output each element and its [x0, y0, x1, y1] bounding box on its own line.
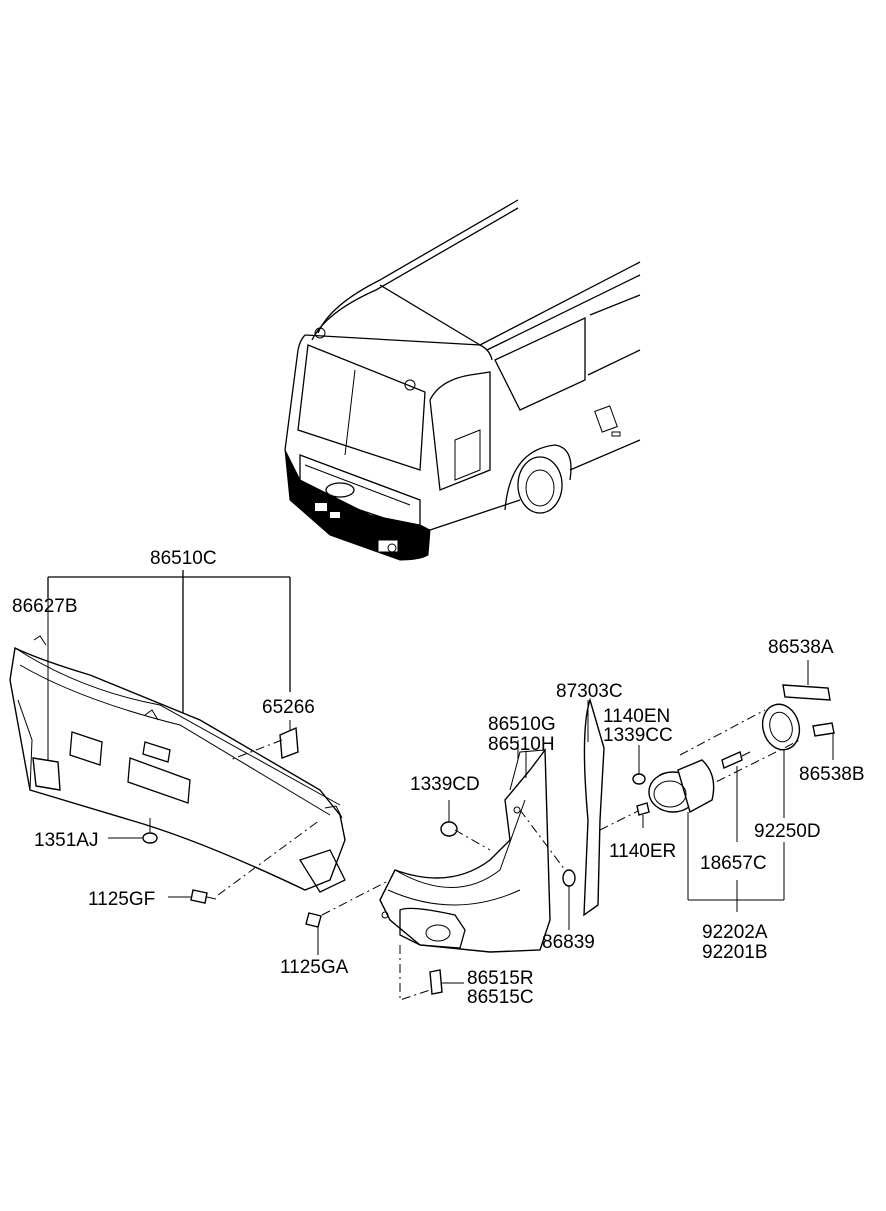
part-labels: 86510C 86627B 65266 1351AJ 1125GF 1125GA… [12, 548, 865, 1008]
label-1125GF: 1125GF [88, 889, 155, 910]
label-87303C: 87303C [556, 681, 623, 702]
label-86510C: 86510C [150, 548, 217, 569]
label-92202A: 92202A [702, 922, 768, 943]
label-86515R: 86515R [467, 968, 534, 989]
fog-lamp [599, 660, 835, 912]
label-1125GA: 1125GA [280, 957, 349, 978]
label-1140EN: 1140EN [603, 706, 670, 727]
label-18657C: 18657C [700, 853, 767, 874]
label-1140ER: 1140ER [609, 841, 676, 862]
bus-illustration [284, 199, 641, 561]
center-bumper [9, 570, 346, 904]
label-86839: 86839 [542, 932, 595, 953]
label-86510H: 86510H [488, 734, 555, 755]
label-86538A: 86538A [768, 637, 834, 658]
label-65266: 65266 [262, 697, 315, 718]
label-86510G: 86510G [488, 714, 556, 735]
label-1351AJ: 1351AJ [34, 830, 98, 851]
label-86627B: 86627B [12, 596, 78, 617]
label-92250D: 92250D [754, 821, 821, 842]
label-1339CC: 1339CC [603, 725, 673, 746]
label-92201B: 92201B [702, 942, 768, 963]
label-86515C: 86515C [467, 987, 534, 1008]
label-1339CD: 1339CD [410, 774, 480, 795]
label-86538B: 86538B [799, 764, 865, 785]
side-bumper [305, 697, 605, 1001]
